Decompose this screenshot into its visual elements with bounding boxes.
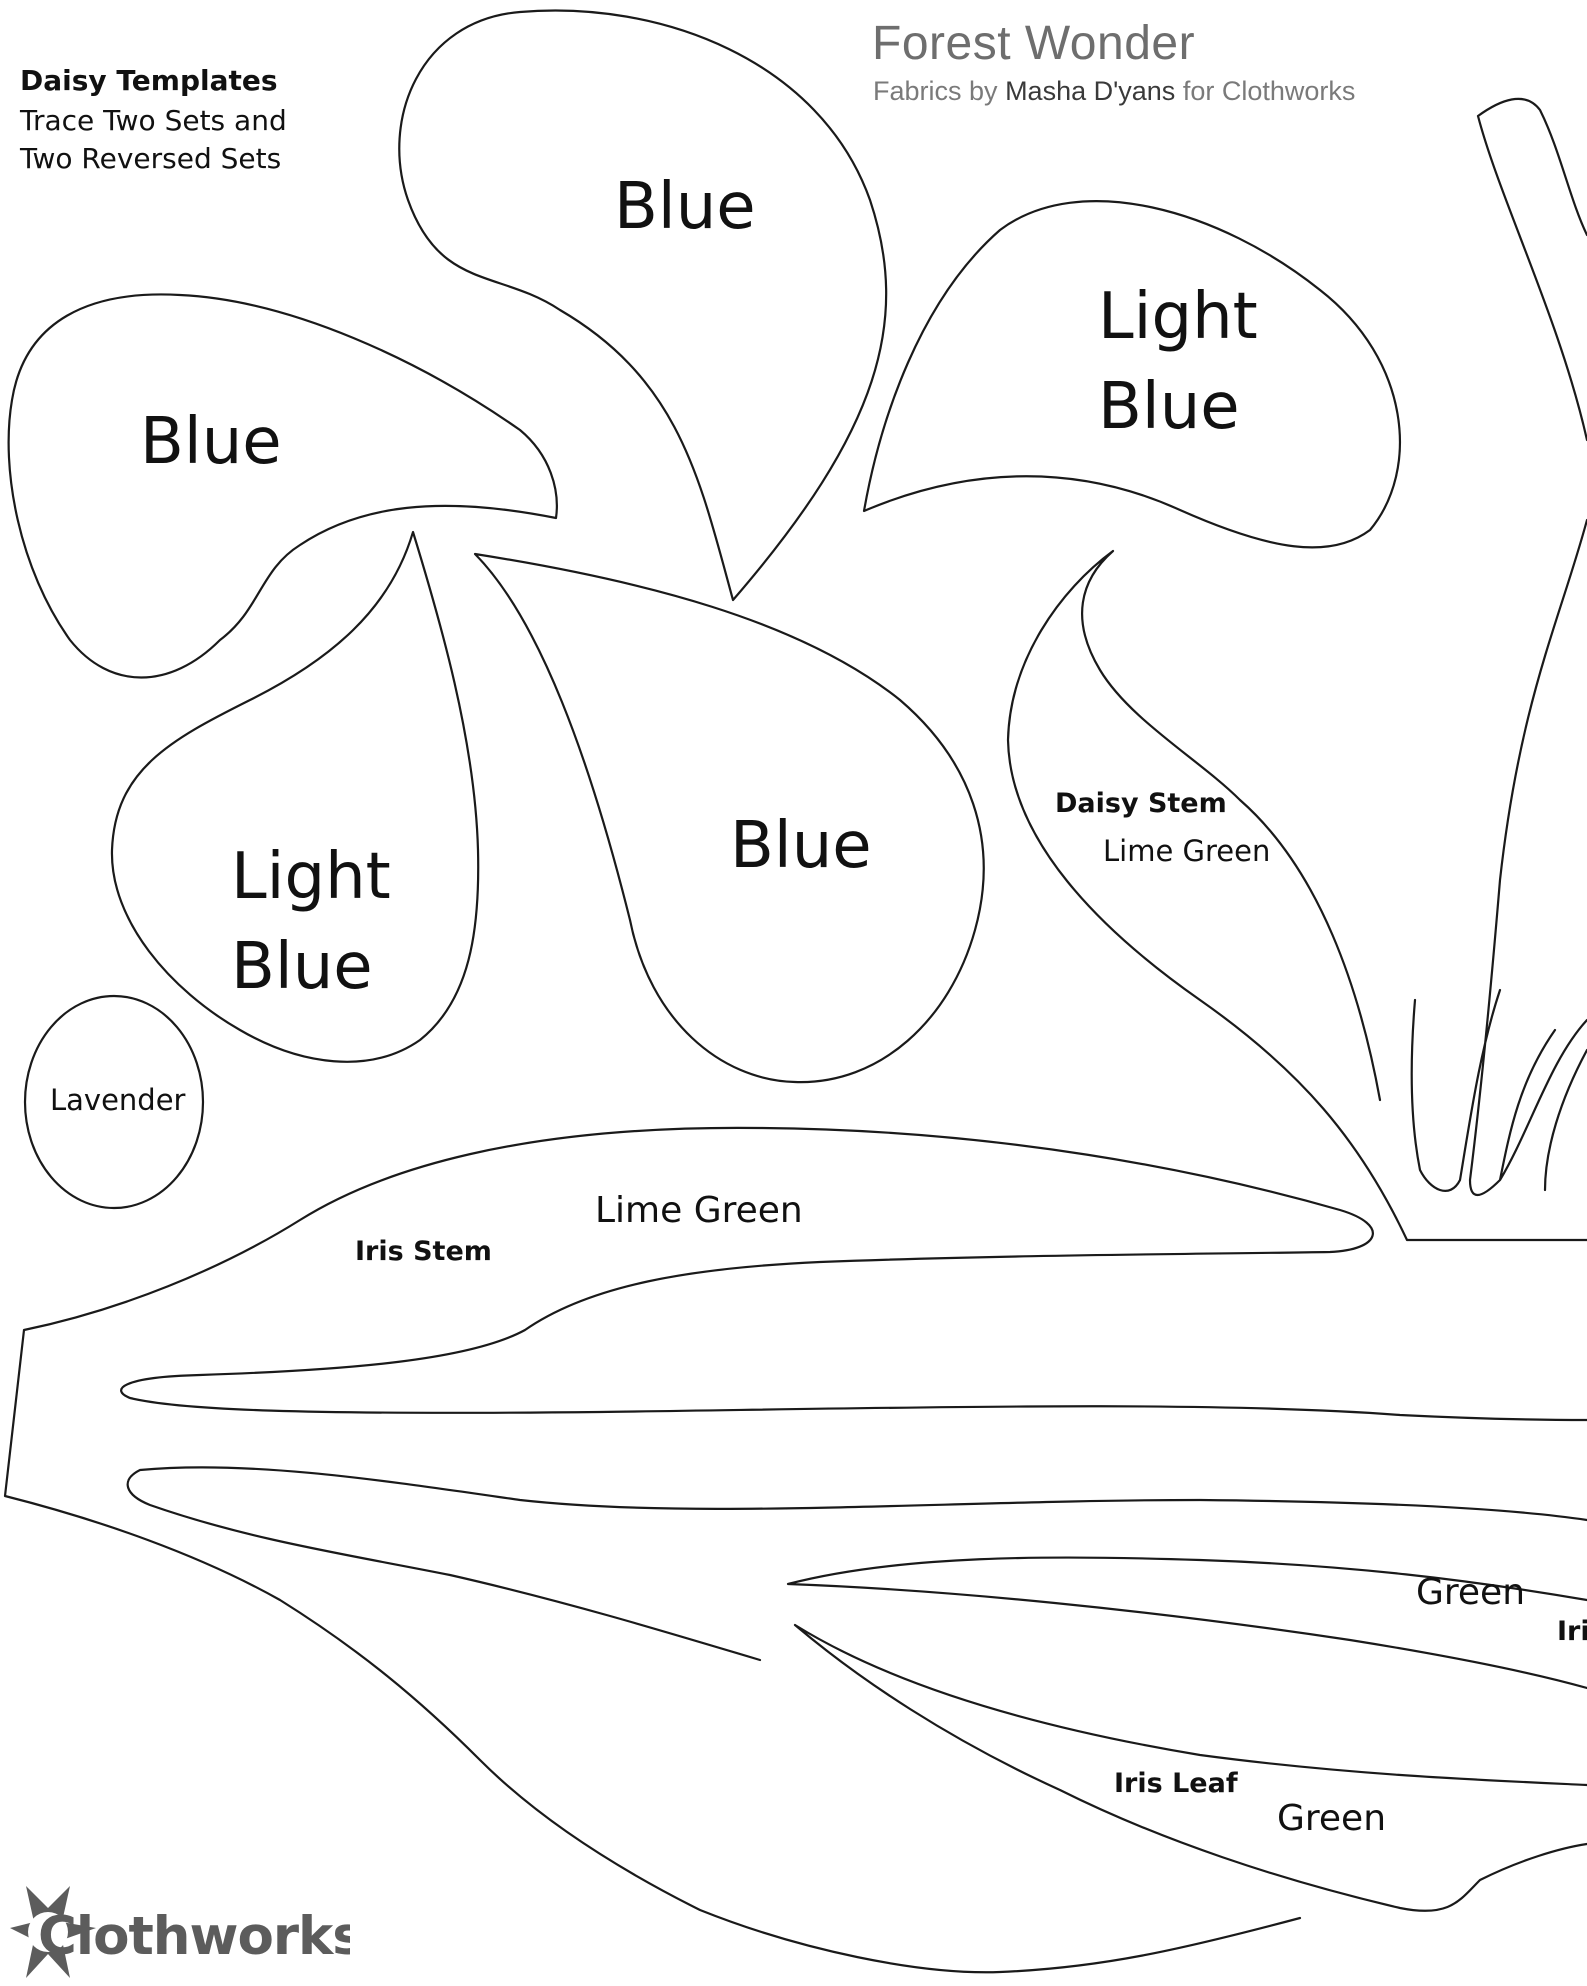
center-circle-outline	[23, 994, 205, 1210]
logo-wordmark: Clothworks	[38, 1906, 350, 1967]
petal-lower-left-outline	[110, 530, 480, 1063]
iris-stem-outline	[3, 1126, 1587, 1974]
iris-stem-blade-outline	[126, 1466, 1587, 1662]
label-iris-leaf: Iris Leaf	[1114, 1768, 1238, 1799]
collection-credit: Fabrics by Masha D'yans for Clothworks	[873, 76, 1355, 107]
iris-bulb-outline	[1410, 97, 1587, 1197]
petal-left-outline	[7, 293, 558, 679]
iris-leaf-outline	[793, 1623, 1587, 1912]
label-iris-stem-color: Lime Green	[595, 1190, 803, 1231]
label-iris-right-color: Green	[1416, 1572, 1525, 1613]
instructions-line-2: Two Reversed Sets	[20, 142, 282, 175]
label-petal-center: Blue	[730, 809, 872, 883]
daisy-stem-outline	[1006, 549, 1587, 1242]
petal-center-outline	[473, 552, 985, 1084]
petal-top-right-outline	[862, 200, 1402, 549]
label-iris-stem: Iris Stem	[355, 1236, 492, 1267]
petal-top-center-outline	[398, 9, 888, 602]
clothworks-logo: Clothworks	[10, 1886, 350, 1978]
template-title: Daisy Templates	[20, 64, 278, 97]
label-petal-lower-left-2: Blue	[231, 930, 373, 1004]
credit-suffix: for Clothworks	[1182, 76, 1356, 106]
label-center-circle: Lavender	[50, 1083, 186, 1117]
label-iris-right: Iri	[1557, 1616, 1587, 1647]
iris-blade-outline	[786, 1556, 1587, 1690]
label-iris-leaf-color: Green	[1277, 1798, 1386, 1839]
label-petal-lower-left-1: Light	[231, 840, 391, 914]
label-daisy-stem-color: Lime Green	[1103, 834, 1270, 868]
logo-star-center	[28, 1912, 68, 1952]
designer-name: Masha D'yans	[1005, 76, 1176, 106]
label-petal-left: Blue	[140, 405, 282, 479]
collection-title: Forest Wonder	[872, 17, 1196, 70]
label-daisy-stem: Daisy Stem	[1055, 788, 1227, 819]
label-petal-top-center: Blue	[614, 170, 756, 244]
credit-prefix: Fabrics by	[873, 76, 998, 106]
instructions-line-1: Trace Two Sets and	[20, 104, 287, 137]
label-petal-top-right-1: Light	[1098, 280, 1258, 354]
label-petal-top-right-2: Blue	[1098, 370, 1240, 444]
